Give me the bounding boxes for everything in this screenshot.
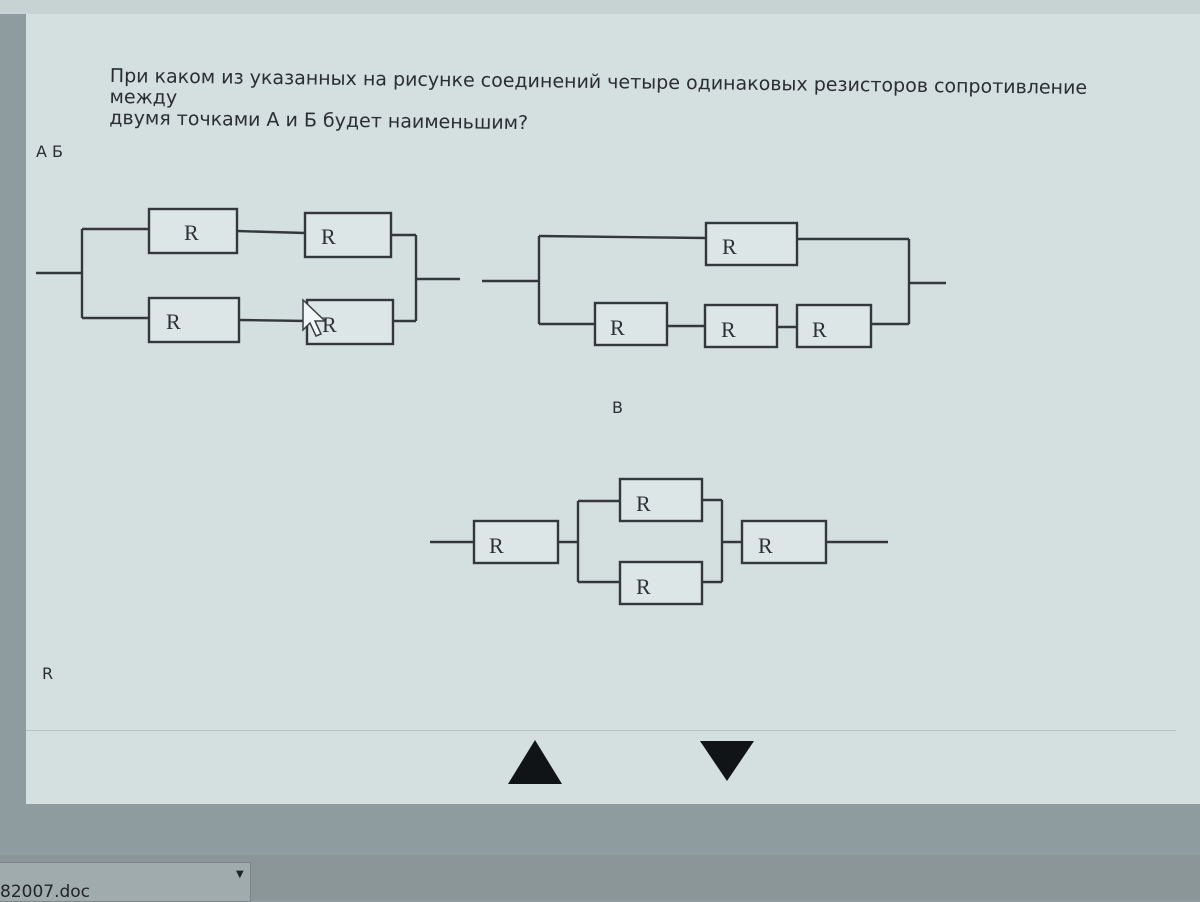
resistor-label: R xyxy=(321,224,336,249)
resistor-label: R xyxy=(758,533,773,558)
resistor: R xyxy=(303,211,393,259)
option-label-ab[interactable]: А Б xyxy=(36,142,64,161)
resistor-label: R xyxy=(636,491,651,516)
circuit-option-2: R R R R xyxy=(482,221,946,349)
resistor: R xyxy=(147,296,241,344)
resistor-label: R xyxy=(489,533,504,558)
resistor: R xyxy=(147,207,239,255)
resistor: R xyxy=(740,519,828,565)
screen-bezel xyxy=(0,0,1200,14)
resistor: R xyxy=(472,519,560,565)
option-label-r[interactable]: R xyxy=(42,664,54,683)
resistor: R xyxy=(704,221,799,267)
mouse-cursor-icon xyxy=(302,298,327,337)
option-label-v[interactable]: В xyxy=(612,398,623,417)
resistor-label: R xyxy=(184,220,199,245)
taskbar-file-tab[interactable] xyxy=(0,862,251,902)
circuit-option-1: R R R R xyxy=(36,207,460,346)
wire xyxy=(236,229,306,235)
resistor: R xyxy=(795,303,873,349)
resistor-label: R xyxy=(166,309,181,334)
resistor-label: R xyxy=(322,312,337,337)
resistor: R xyxy=(703,303,779,349)
resistor: R xyxy=(618,477,704,523)
resistor: R xyxy=(305,298,395,346)
resistor-label: R xyxy=(636,574,651,599)
resistor: R xyxy=(593,301,669,347)
resistor: R xyxy=(618,560,704,606)
caret-down-icon[interactable]: ▼ xyxy=(236,869,244,880)
wire xyxy=(238,318,308,323)
triangle-down-icon[interactable] xyxy=(700,741,754,781)
wire xyxy=(538,234,707,240)
resistor-label: R xyxy=(721,317,736,342)
resistor-label: R xyxy=(812,317,827,342)
question-page xyxy=(26,14,1200,804)
navigation-bar xyxy=(26,730,1176,805)
circuit-option-3: R R R R xyxy=(430,477,888,606)
triangle-up-icon[interactable] xyxy=(508,740,562,784)
taskbar-file-name[interactable]: 82007.doc xyxy=(0,882,91,902)
resistor-label: R xyxy=(610,315,625,340)
resistor-label: R xyxy=(722,234,737,259)
